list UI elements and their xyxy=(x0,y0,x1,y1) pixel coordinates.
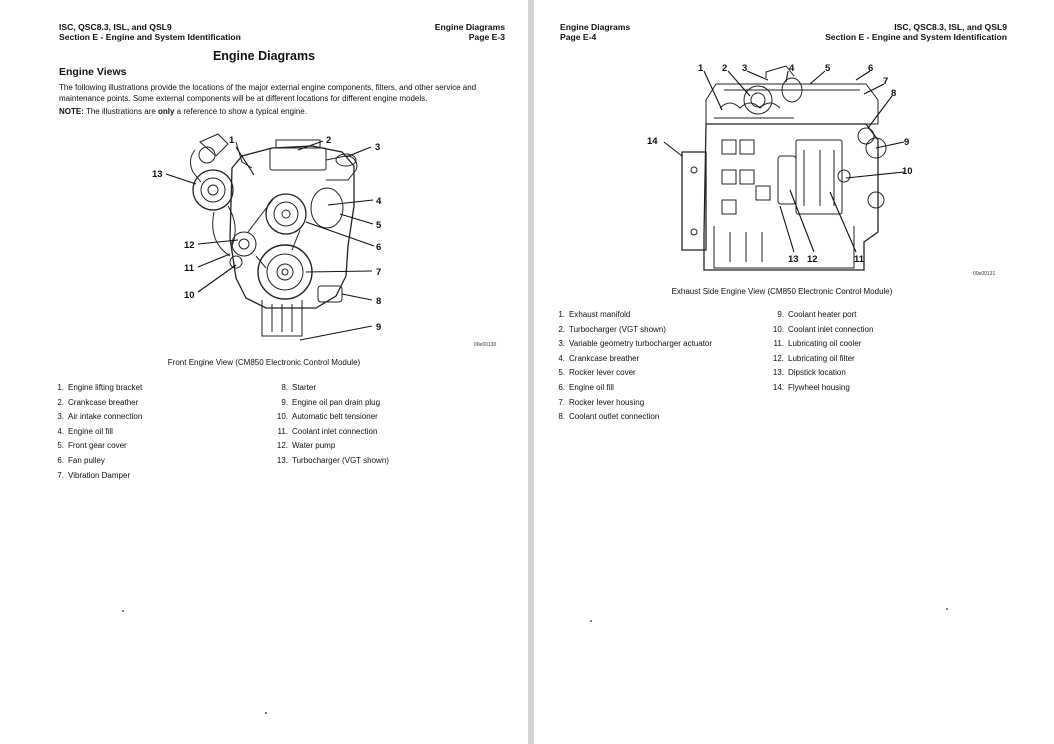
legend-item: 5.Front gear cover xyxy=(57,441,127,451)
callout-3: 3 xyxy=(375,142,380,153)
callout-12: 12 xyxy=(807,254,818,265)
callout-4: 4 xyxy=(789,63,795,74)
callout-10: 10 xyxy=(902,166,913,177)
header-topic-line: Engine Diagrams xyxy=(434,22,505,32)
legend-item: 6.Engine oil fill xyxy=(558,382,614,392)
figure-caption: Exhaust Side Engine View (CM850 Electron… xyxy=(671,287,893,296)
callout-5: 5 xyxy=(825,63,831,74)
page-e3: ISC, QSC8.3, ISL, and QSL9 Section E - E… xyxy=(0,0,528,744)
legend-item: 1.Engine lifting bracket xyxy=(57,383,143,392)
figure-caption: Front Engine View (CM850 Electronic Cont… xyxy=(167,358,361,367)
scan-speck xyxy=(265,712,267,714)
legend-item: 11.Lubricating oil cooler xyxy=(773,339,862,349)
note-text-pre: The illustrations are xyxy=(83,107,158,116)
legend-column-2: 9.Coolant heater port 10.Coolant inlet c… xyxy=(770,308,874,396)
legend-column-1: 1.Exhaust manifold 2.Turbocharger (VGT s… xyxy=(551,308,712,425)
figure-id: 00e00131 xyxy=(973,271,996,277)
legend-item: 12.Water pump xyxy=(276,441,336,451)
note-emphasis: only xyxy=(158,107,175,116)
callout-6: 6 xyxy=(376,242,381,253)
header-topic-line: Engine Diagrams xyxy=(560,22,631,32)
legend-item: 3.Air intake connection xyxy=(57,412,143,422)
callout-3: 3 xyxy=(742,63,747,74)
header-left: ISC, QSC8.3, ISL, and QSL9 Section E - E… xyxy=(59,22,241,42)
legend-item: 7.Rocker lever housing xyxy=(558,397,645,407)
callout-2: 2 xyxy=(326,135,331,146)
scan-speck xyxy=(946,608,948,610)
callout-10: 10 xyxy=(184,290,195,301)
header-left: Engine Diagrams Page E-4 xyxy=(560,22,630,42)
callout-6: 6 xyxy=(868,63,873,74)
figure-id: 00e00130 xyxy=(474,342,497,348)
header-right: Engine Diagrams Page E-3 xyxy=(435,22,505,42)
legend-item: 13.Turbocharger (VGT shown) xyxy=(276,455,389,465)
note-text-post: a reference to show a typical engine. xyxy=(174,107,307,116)
callout-4: 4 xyxy=(376,196,382,207)
legend-item: 9.Engine oil pan drain plug xyxy=(281,397,381,407)
legend-item: 2.Crankcase breather xyxy=(57,397,139,407)
callout-1: 1 xyxy=(698,63,704,74)
legend-item: 10.Automatic belt tensioner xyxy=(276,412,378,422)
header-section-line: Section E - Engine and System Identifica… xyxy=(825,32,1007,42)
header-section-line: Section E - Engine and System Identifica… xyxy=(59,32,241,42)
callout-9: 9 xyxy=(904,137,909,148)
callout-11: 11 xyxy=(854,254,865,265)
header-model-line: ISC, QSC8.3, ISL, and QSL9 xyxy=(59,22,172,32)
callout-8: 8 xyxy=(376,296,381,307)
legend-item: 10.Coolant inlet connection xyxy=(772,324,874,334)
legend-item: 4.Engine oil fill xyxy=(57,426,113,436)
callout-9: 9 xyxy=(376,322,381,333)
callout-2: 2 xyxy=(722,63,727,74)
header-page-number: Page E-3 xyxy=(468,32,505,42)
scan-speck xyxy=(590,620,592,622)
callout-13: 13 xyxy=(152,169,163,180)
callout-7: 7 xyxy=(376,267,381,278)
header-model-line: ISC, QSC8.3, ISL, and QSL9 xyxy=(894,22,1007,32)
legend-item: 8.Coolant outlet connection xyxy=(558,412,660,422)
front-engine-illustration: 1 2 3 4 5 6 7 8 9 10 11 12 13 xyxy=(152,133,382,341)
callout-5: 5 xyxy=(376,220,382,231)
legend-item: 14.Flywheel housing xyxy=(772,382,850,392)
legend-item: 7.Vibration Damper xyxy=(57,470,131,480)
callout-7: 7 xyxy=(883,76,888,87)
callout-8: 8 xyxy=(891,88,896,99)
legend-item: 12.Lubricating oil filter xyxy=(772,353,855,363)
page-gutter xyxy=(528,0,534,744)
legend-item: 3.Variable geometry turbocharger actuato… xyxy=(558,339,713,349)
legend-column-2: 8.Starter 9.Engine oil pan drain plug 10… xyxy=(274,381,389,469)
legend-item: 4.Crankcase breather xyxy=(558,353,640,363)
legend-item: 6.Fan pulley xyxy=(57,455,105,465)
header-right: ISC, QSC8.3, ISL, and QSL9 Section E - E… xyxy=(825,22,1007,42)
legend-item: 9.Coolant heater port xyxy=(777,310,857,319)
legend-item: 8.Starter xyxy=(281,383,317,392)
note-line: NOTE: The illustrations are only a refer… xyxy=(59,107,307,116)
legend-column-1: 1.Engine lifting bracket 2.Crankcase bre… xyxy=(50,381,142,483)
page-title: Engine Diagrams xyxy=(212,49,316,63)
callout-11: 11 xyxy=(184,263,195,274)
callout-12: 12 xyxy=(184,240,195,251)
exhaust-side-engine-illustration: 1 2 3 4 5 6 7 8 9 10 11 12 13 14 xyxy=(647,63,913,271)
callout-1: 1 xyxy=(229,135,235,146)
legend-item: 1.Exhaust manifold xyxy=(558,310,631,319)
legend-item: 5.Rocker lever cover xyxy=(558,368,636,378)
legend-item: 2.Turbocharger (VGT shown) xyxy=(558,324,666,334)
note-label: NOTE: xyxy=(59,107,84,116)
legend-item: 13.Dipstick location xyxy=(772,368,846,378)
callout-14: 14 xyxy=(647,136,658,147)
callout-13: 13 xyxy=(788,254,799,265)
intro-paragraph: The following illustrations provide the … xyxy=(59,83,477,103)
scan-speck xyxy=(122,610,124,612)
header-page-number: Page E-4 xyxy=(560,32,597,42)
section-subtitle: Engine Views xyxy=(59,66,127,78)
legend-item: 11.Coolant inlet connection xyxy=(277,426,378,436)
page-e4: Engine Diagrams Page E-4 ISC, QSC8.3, IS… xyxy=(534,0,1054,744)
